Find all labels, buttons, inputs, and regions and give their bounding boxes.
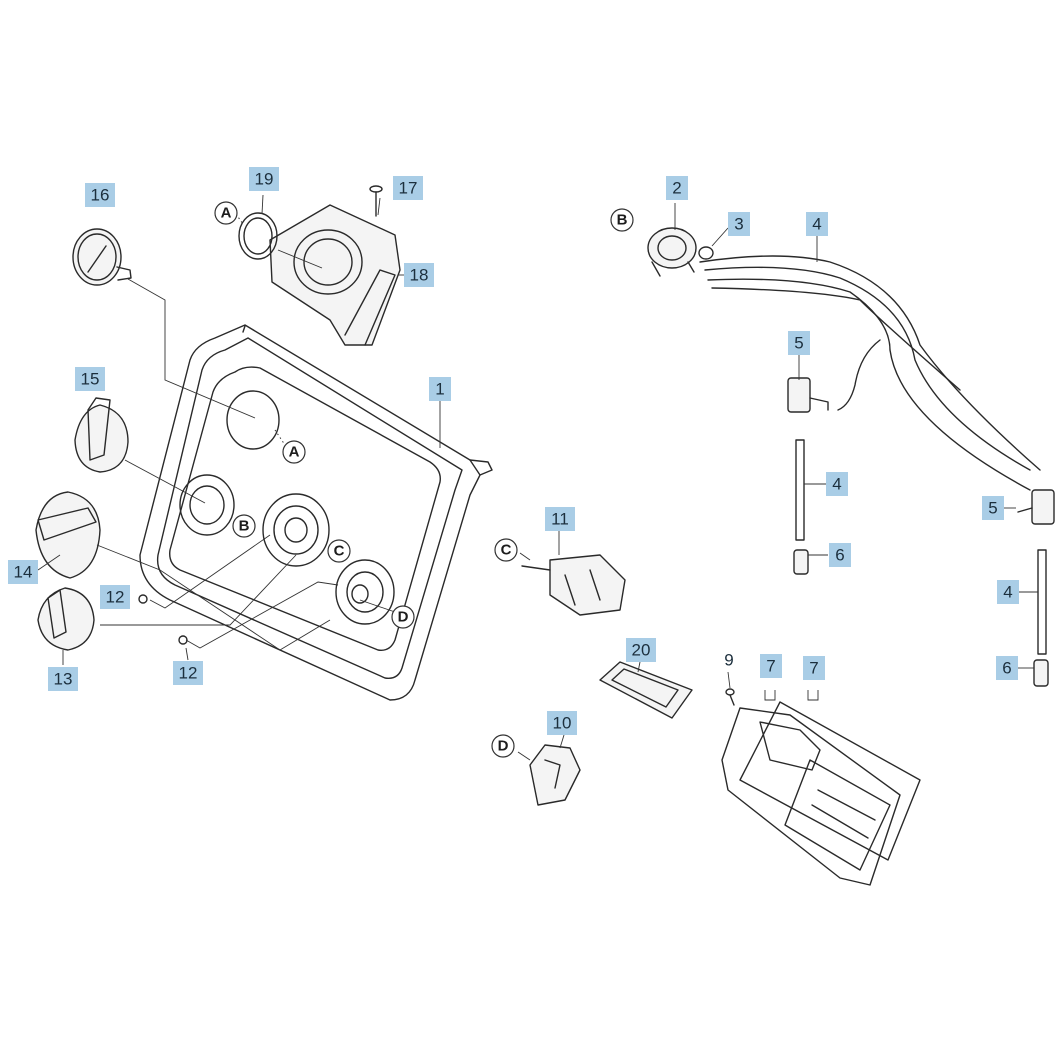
- part-number: 14: [14, 563, 33, 582]
- reference-letter: D: [398, 609, 409, 626]
- part-callout: 11: [545, 507, 575, 531]
- switch-11: [521, 554, 626, 616]
- reference-letter: D: [498, 738, 509, 755]
- part-number: 13: [54, 670, 73, 689]
- reference-letter: C: [501, 542, 512, 559]
- part-number: 19: [255, 170, 274, 189]
- reference-marker: B: [232, 514, 256, 538]
- fitting-6-left: [793, 549, 809, 575]
- part-number: 1: [435, 380, 444, 399]
- reference-marker: C: [494, 538, 518, 562]
- fitting-6-right: [1033, 659, 1049, 687]
- leader-lines: [37, 194, 1038, 761]
- part-number: 6: [835, 546, 844, 565]
- reference-letter: C: [334, 543, 345, 560]
- hose-4-right: [1037, 549, 1047, 655]
- knob-13: [37, 587, 95, 651]
- hose-4-left: [795, 439, 805, 541]
- reference-marker: D: [391, 605, 415, 629]
- part-number: 20: [632, 641, 651, 660]
- part-callout: 7: [803, 656, 825, 680]
- gasket-20: [599, 661, 693, 719]
- circuit-board-7: [721, 701, 921, 886]
- reference-marker: B: [610, 208, 634, 232]
- reference-marker: A: [214, 201, 238, 225]
- part-callout: 5: [788, 331, 810, 355]
- hose-bundle: [699, 255, 1041, 491]
- reference-marker: A: [282, 440, 306, 464]
- part-number: 16: [91, 186, 110, 205]
- part-number: 2: [672, 179, 681, 198]
- part-callout: 10: [547, 711, 577, 735]
- part-callout: 15: [75, 367, 105, 391]
- part-number: 4: [832, 475, 841, 494]
- part-number: 5: [794, 334, 803, 353]
- part-callout: 6: [829, 543, 851, 567]
- reference-letter: B: [617, 212, 628, 229]
- part-number: 4: [812, 215, 821, 234]
- reference-letter: A: [221, 205, 232, 222]
- o-ring: [238, 212, 278, 260]
- part-callout: 14: [8, 560, 38, 584]
- part-callout: 4: [806, 212, 828, 236]
- connector-5-right: [1017, 489, 1055, 525]
- part-number: 7: [809, 659, 818, 678]
- part-callout: 13: [48, 667, 78, 691]
- pressure-gauge: [72, 228, 132, 286]
- control-panel-housing: [139, 324, 493, 701]
- switch-10: [529, 744, 581, 806]
- part-number: 17: [399, 179, 418, 198]
- washer-3: [698, 246, 714, 260]
- part-callout: 18: [404, 263, 434, 287]
- part-number: 3: [734, 215, 743, 234]
- part-callout: 9: [724, 651, 733, 670]
- knob-14: [35, 491, 101, 579]
- screw-12-upper: [138, 594, 148, 604]
- connector-5-left: [787, 377, 829, 413]
- part-callout: 5: [982, 496, 1004, 520]
- pressure-switch-2: [647, 227, 697, 277]
- screw-17: [369, 185, 383, 217]
- part-callout: 4: [826, 472, 848, 496]
- part-number: 12: [106, 588, 125, 607]
- part-number: 7: [766, 657, 775, 676]
- gauge-bracket: [269, 204, 401, 346]
- part-number: 10: [553, 714, 572, 733]
- part-callout: 16: [85, 183, 115, 207]
- screw-12-lower: [178, 635, 188, 645]
- part-number: 5: [988, 499, 997, 518]
- part-callout: 3: [728, 212, 750, 236]
- reference-letter: B: [239, 518, 250, 535]
- part-number: 4: [1003, 583, 1012, 602]
- part-callout: 19: [249, 167, 279, 191]
- part-callout: 12: [173, 661, 203, 685]
- part-callout: 20: [626, 638, 656, 662]
- part-callout: 7: [760, 654, 782, 678]
- part-number: 11: [551, 510, 569, 529]
- part-number: 6: [1002, 659, 1011, 678]
- reference-marker: C: [327, 539, 351, 563]
- reference-letter: A: [289, 444, 300, 461]
- part-callout: 12: [100, 585, 130, 609]
- part-callout: 17: [393, 176, 423, 200]
- part-number: 12: [179, 664, 198, 683]
- knob-15: [74, 397, 129, 473]
- part-callout: 2: [666, 176, 688, 200]
- part-callout: 4: [997, 580, 1019, 604]
- part-number: 15: [81, 370, 100, 389]
- reference-marker: D: [491, 734, 515, 758]
- part-callout: 1: [429, 377, 451, 401]
- part-callout: 6: [996, 656, 1018, 680]
- part-number: 18: [410, 266, 429, 285]
- screw-9: [725, 688, 735, 706]
- part-number: 9: [724, 651, 733, 670]
